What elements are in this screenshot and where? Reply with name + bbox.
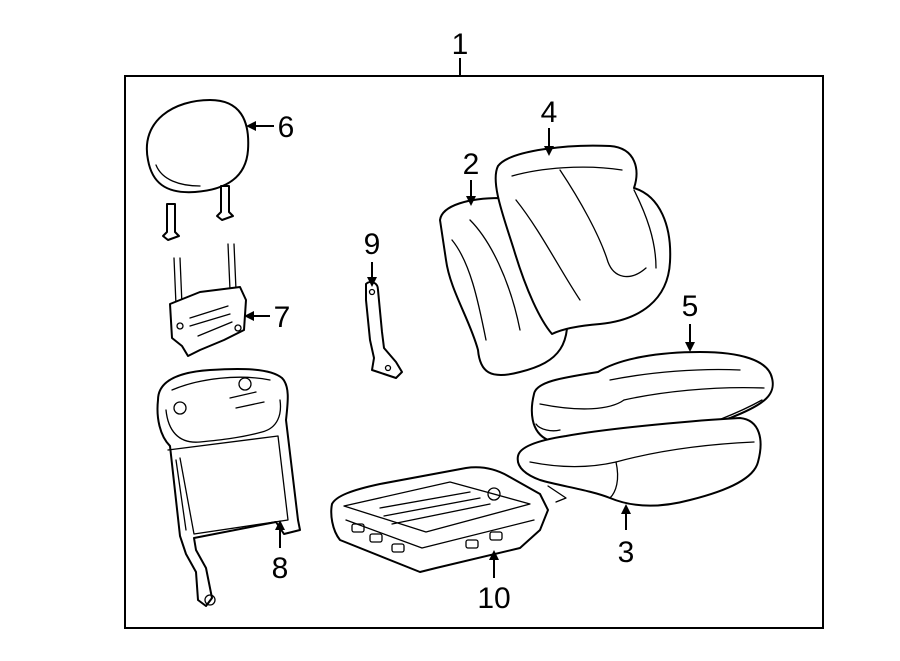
callout-2: 2 [463, 148, 480, 181]
callout-4: 4 [541, 96, 558, 129]
callout-8: 8 [272, 552, 289, 585]
callout-9: 9 [364, 228, 381, 261]
callout-10: 10 [477, 582, 510, 615]
seat-back-frame [156, 367, 301, 607]
callout-3: 3 [618, 536, 635, 569]
callout-5: 5 [682, 290, 699, 323]
callout-7: 7 [274, 301, 291, 334]
assembly-border [124, 75, 824, 629]
callout-1: 1 [452, 28, 469, 61]
seat-cushion-pad [516, 417, 762, 507]
callout-6: 6 [278, 111, 295, 144]
headrest [145, 99, 250, 241]
back-cushion-pad [494, 144, 672, 335]
seat-cushion-frame [330, 466, 549, 573]
headrest-guide [169, 243, 247, 357]
bracket [365, 281, 403, 379]
